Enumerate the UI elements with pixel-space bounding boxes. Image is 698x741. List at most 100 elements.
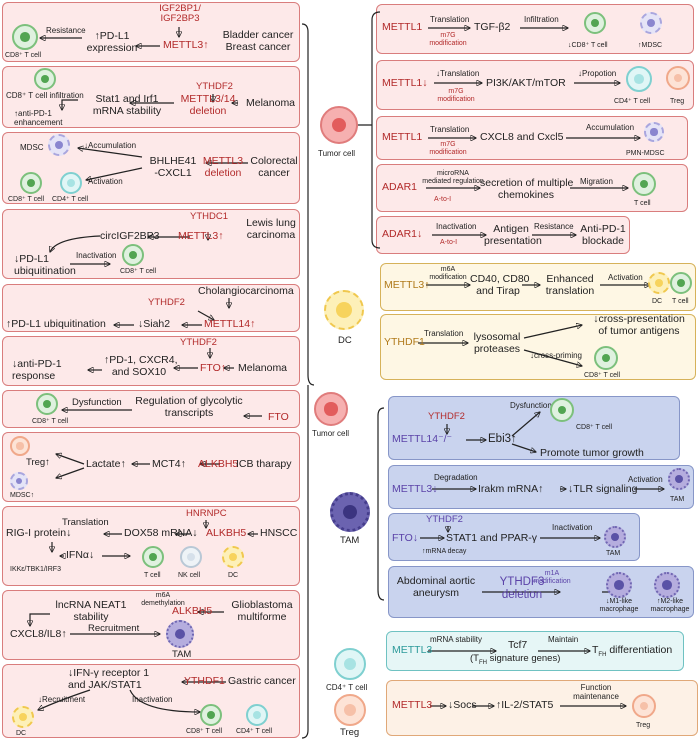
socs-label: ↓Socs [448, 699, 477, 711]
mettl1-gene: METTL1 [382, 21, 423, 33]
pdl1-ubiquitination: ↓PD-L1 ubiquitination [14, 253, 76, 277]
cd8-t-cell-icon [20, 172, 42, 194]
degradation-label: Degradation [434, 473, 478, 482]
cd4-t-cell-icon [246, 704, 268, 726]
ythdf2-reader: YTHDF2 [180, 337, 217, 348]
il2-stat5: ↑IL-2/STAT5 [496, 699, 554, 711]
m6a-modification: m6A modification [429, 266, 467, 281]
cholangiocarcinoma-label: Cholangiocarcinoma [198, 285, 294, 297]
m7g-modification: m7G modification [429, 141, 467, 156]
pmn-mdsc-label: PMN-MDSC [626, 150, 665, 157]
neat1-stability: lncRNA NEAT1 stability [55, 599, 127, 623]
t-cell-icon [632, 172, 656, 196]
mettl3-14-deletion: METTL3/14 deletion [180, 93, 236, 117]
cd4-label: CD4⁺ T cell [236, 728, 273, 735]
mettl3-gene: METTL3 [392, 644, 433, 656]
cd8-down-label: ↓CD8⁺ T cell [568, 42, 608, 49]
mdsc-up-label: MDSC↑ [10, 492, 35, 499]
t-cell-icon [142, 546, 164, 568]
microrna-regulation: microRNA mediated regulation [422, 170, 484, 185]
circigf2bp3: circIGF2BP3 [100, 230, 160, 242]
dc-label: DC [652, 298, 663, 305]
accumulation-label: ↓Accumulation [84, 141, 137, 150]
translation-label: Translation [62, 517, 109, 528]
abdominal-aortic-aneurysm: Abdominal aortic aneurysm [396, 575, 476, 599]
tumor-cell-icon [320, 106, 358, 144]
adar1-gene: ADAR1 [382, 181, 418, 193]
glycolytic-transcripts: Regulation of glycolytic transcripts [135, 395, 243, 419]
a-to-i-label: A-to-I [434, 196, 452, 203]
cd8-t-cell-icon [36, 393, 58, 415]
anti-pd1-blockade: Anti-PD-1 blockade [580, 223, 626, 247]
melanoma-label: Melanoma [238, 362, 288, 374]
panel-t2 [388, 465, 694, 509]
treg-icon [632, 694, 656, 718]
cross-presentation: ↓cross-presentation of tumor antigens [593, 313, 685, 337]
bladder-breast-cancer: Bladder cancer Breast cancer [222, 29, 294, 53]
recruitment-label: ↓Recruitment [38, 695, 86, 704]
mettl3-deletion: METTL3 deletion [202, 155, 244, 179]
cxcl8-cxcl5: CXCL8 and Cxcl5 [480, 131, 564, 143]
dc-label: DC [228, 572, 239, 579]
inactivation-label: Inactivation [436, 222, 477, 231]
alkbh5-gene: ALKBH5 [206, 527, 247, 539]
function-maintenance: Function maintenance [573, 683, 619, 701]
cd4-label: CD4⁺ T cell [52, 196, 89, 203]
hnrnpc-label: HNRNPC [186, 508, 227, 519]
dox58-mrna: DOX58 mRNA↓ [124, 527, 198, 539]
cd8-t-cell-icon [12, 24, 38, 50]
cd40-cd80-tirap: CD40, CD80 and Tirap [470, 273, 530, 297]
treg-icon [334, 694, 366, 726]
tcf7-label: Tcf7 [508, 639, 528, 651]
m7g-modification: m7G modification [429, 32, 467, 47]
cd8-t-cell-icon [200, 704, 222, 726]
glioblastoma-label: Glioblastoma multiforme [231, 599, 293, 623]
treg-up-label: Treg↑ [26, 457, 50, 468]
propotion-label: ↓Propotion [578, 69, 617, 78]
panel-bladder-breast [2, 2, 300, 62]
m6a-demethylation: m6A demethylation [141, 592, 185, 607]
dc-icon [12, 706, 34, 728]
adar1-down-gene: ADAR1↓ [382, 228, 423, 240]
tgf-b2-label: TGF-β2 [474, 21, 511, 33]
fto-up-gene: FTO↑ [200, 362, 227, 374]
pdl1-expression: ↑PD-L1 expression [86, 30, 138, 54]
resistance-label: Resistance [534, 222, 574, 231]
panel-melanoma-fto [2, 336, 300, 386]
dc-icon [324, 290, 364, 330]
t-cell-label: T cell [634, 200, 651, 207]
mdsc-up-label: ↑MDSC [638, 42, 663, 49]
lysosomal-proteases: lysosomal proteases [473, 331, 521, 355]
translation-label: Translation [430, 125, 470, 134]
recruitment-label: Recruitment [88, 623, 140, 634]
tfh-differentiation: TFH differentiation [592, 644, 673, 659]
cd4-label: CD4⁺ T cell [614, 98, 651, 105]
cxcl8-il8: CXCL8/IL8↑ [10, 628, 67, 640]
mettl3-gene: METTL3 [392, 699, 433, 711]
translation-label: Translation [424, 329, 464, 338]
cd8-infiltration: CD8⁺ T cell infiltration [6, 91, 84, 100]
maintain-label: Maintain [548, 635, 579, 644]
m2-macrophage-label: ↑M2-like macrophage [650, 598, 690, 613]
tam-icon [166, 620, 194, 648]
pmn-mdsc-icon [644, 122, 664, 142]
cd8-t-cell-icon [594, 346, 618, 370]
panel-cholangiocarcinoma [2, 284, 300, 332]
mettl3-down-gene: METTL3↓ [392, 483, 438, 495]
m7g-modification: m7G modification [437, 88, 475, 103]
cd4-t-cell-icon [60, 172, 82, 194]
m1-macrophage-icon [606, 572, 632, 598]
anti-pd1-enhancement: ↑anti-PD-1 enhancement [14, 109, 63, 127]
tam-label: TAM [340, 535, 360, 546]
mdsc-label: MDSC [20, 143, 44, 152]
hnscc-label: HNSCC [260, 527, 298, 539]
tam-icon [330, 492, 370, 532]
infiltration-label: Infiltration [524, 15, 559, 24]
accumulation-label: Accumulation [586, 123, 635, 132]
anti-pd1-response: ↓anti-PD-1 response [12, 358, 62, 382]
a-to-i-label: A-to-I [440, 239, 458, 246]
enhanced-translation: Enhanced translation [545, 273, 595, 297]
treg-label: Treg [340, 727, 360, 738]
treg-label: Treg [636, 722, 651, 729]
m2-macrophage-icon [654, 572, 680, 598]
